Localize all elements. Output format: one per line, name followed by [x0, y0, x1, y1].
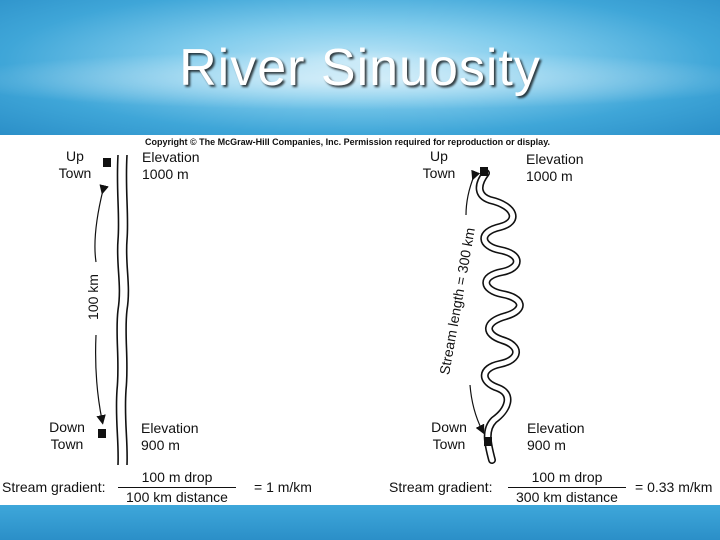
down-town-marker-right — [484, 437, 492, 446]
up-town-label-right: Up Town — [422, 148, 456, 181]
distance-label: 100 km — [85, 274, 101, 320]
gradient-numerator-right: 100 m drop — [508, 469, 626, 488]
top-elevation-label: Elevation 1000 m — [142, 149, 200, 182]
stream-length-arrow — [465, 169, 485, 435]
diagram-area — [0, 135, 720, 505]
up-town-label: Up Town — [58, 148, 92, 181]
down-town-label-right: Down Town — [431, 419, 467, 452]
bottom-elevation-label: Elevation 900 m — [141, 420, 199, 453]
slide-title: River Sinuosity — [179, 39, 541, 97]
gradient-numerator: 100 m drop — [118, 469, 236, 488]
straight-river — [115, 154, 130, 466]
down-town-label: Down Town — [49, 419, 85, 452]
gradient-fraction: 100 m drop 100 km distance — [118, 469, 236, 506]
up-town-marker — [103, 158, 111, 167]
down-town-marker — [98, 429, 106, 438]
distance-arrow — [94, 184, 109, 425]
title-banner: River Sinuosity — [0, 0, 720, 135]
footer-band — [0, 505, 720, 540]
top-elevation-label-right: Elevation 1000 m — [526, 151, 584, 184]
meandering-river — [475, 169, 524, 464]
bottom-elevation-label-right: Elevation 900 m — [527, 420, 585, 453]
gradient-label: Stream gradient: — [2, 479, 106, 495]
gradient-denominator-right: 300 km distance — [516, 489, 618, 505]
gradient-fraction-right: 100 m drop 300 km distance — [508, 469, 626, 506]
gradient-result: = 1 m/km — [254, 479, 312, 495]
copyright-notice: Copyright © The McGraw-Hill Companies, I… — [145, 137, 551, 147]
stream-length-label: Stream length = 300 km — [436, 226, 478, 376]
up-town-marker-right — [480, 167, 488, 176]
gradient-label-right: Stream gradient: — [389, 479, 493, 495]
gradient-denominator: 100 km distance — [126, 489, 228, 505]
gradient-result-right: = 0.33 m/km — [635, 479, 713, 495]
